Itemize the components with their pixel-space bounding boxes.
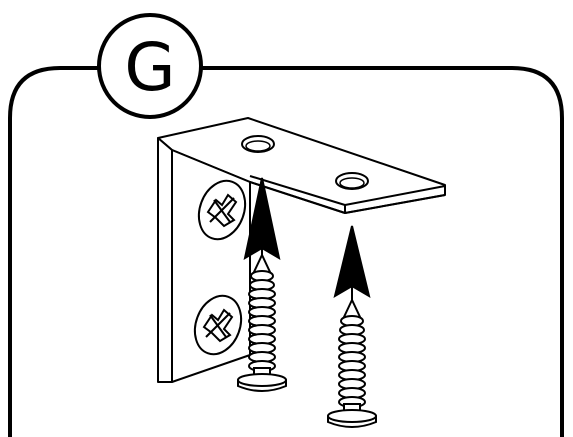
step-badge: G [97, 13, 203, 119]
insert-direction-arrow-icon [333, 225, 371, 300]
frame [8, 66, 564, 437]
mounted-screw-head-icon [193, 294, 243, 356]
mounted-screw-head-icon [197, 179, 247, 241]
insert-direction-arrow-icon [243, 177, 281, 261]
step-letter: G [124, 29, 175, 106]
wood-screw-icon [237, 252, 287, 392]
wood-screw-icon [327, 297, 377, 428]
